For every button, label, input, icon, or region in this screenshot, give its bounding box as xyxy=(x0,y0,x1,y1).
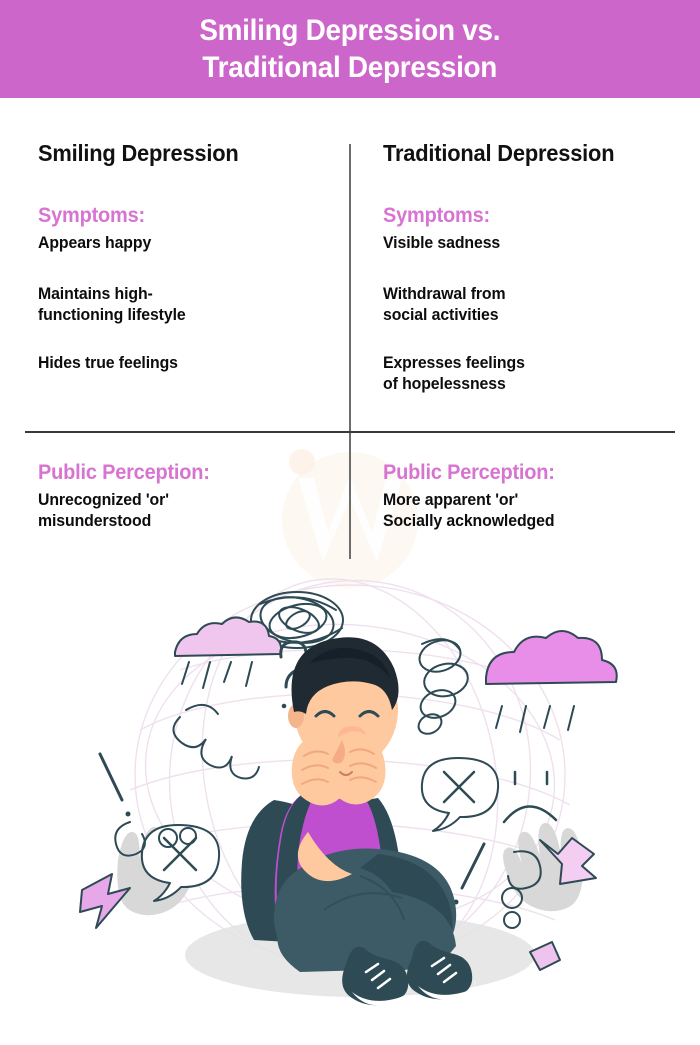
spiral-chain-right-doodle xyxy=(501,850,542,929)
figure-forearm xyxy=(297,832,352,882)
figure-shoe-left xyxy=(342,946,410,1006)
symptom-item: Visible sadness xyxy=(383,234,501,252)
symptom-item: Appears happy xyxy=(38,234,152,252)
depression-illustration xyxy=(79,578,618,1006)
sad-face-doodle xyxy=(502,770,558,824)
perception-label-right: Public Perception: xyxy=(383,461,555,484)
symptom-item: Maintains high- functioning lifestyle xyxy=(38,285,186,324)
perception-item: Unrecognized 'or' misunderstood xyxy=(38,491,169,530)
symptom-item: Withdrawal from social activities xyxy=(383,285,506,324)
figure-shoe-right xyxy=(406,940,476,1000)
column-heading-right: Traditional Depression xyxy=(383,140,615,166)
figure-legs-lower xyxy=(277,889,456,972)
rain-cloud-right-doodle xyxy=(485,630,618,733)
down-arrow-right-doodle xyxy=(539,837,597,885)
rain-cloud-left-doodle xyxy=(174,616,283,689)
lightning-bolt-left-doodle xyxy=(79,873,131,929)
seated-figure xyxy=(241,637,476,1006)
perception-label-left: Public Perception: xyxy=(38,461,210,484)
loop-scribble-left-doodle xyxy=(172,703,260,780)
column-heading-left: Smiling Depression xyxy=(38,140,239,166)
symptom-item: Expresses feelings of hopelessness xyxy=(383,354,525,393)
figure-hands xyxy=(291,731,386,806)
cross-bubble-right-doodle xyxy=(420,757,500,832)
figure-leg-crease xyxy=(323,875,405,921)
symptoms-label-right: Symptoms: xyxy=(383,204,490,227)
horizontal-divider xyxy=(25,431,675,433)
pink-shard-doodle xyxy=(529,941,561,971)
figure-eyes xyxy=(314,710,380,718)
symptom-item: Hides true feelings xyxy=(38,354,178,372)
page-title: Smiling Depression vs. Traditional Depre… xyxy=(199,14,501,84)
comparison-table: Smiling Depression Symptoms: Appears hap… xyxy=(0,98,700,568)
symptoms-label-left: Symptoms: xyxy=(38,204,145,227)
header-banner: Smiling Depression vs. Traditional Depre… xyxy=(0,0,700,98)
exclamation-left-doodle xyxy=(98,752,131,817)
figure-hair-highlight xyxy=(308,647,390,678)
vertical-divider xyxy=(349,144,351,559)
perception-item: More apparent 'or' Socially acknowledged xyxy=(383,491,555,530)
coil-scribble-right-doodle xyxy=(417,638,469,735)
spiral-chain-left-doodle xyxy=(114,821,197,857)
